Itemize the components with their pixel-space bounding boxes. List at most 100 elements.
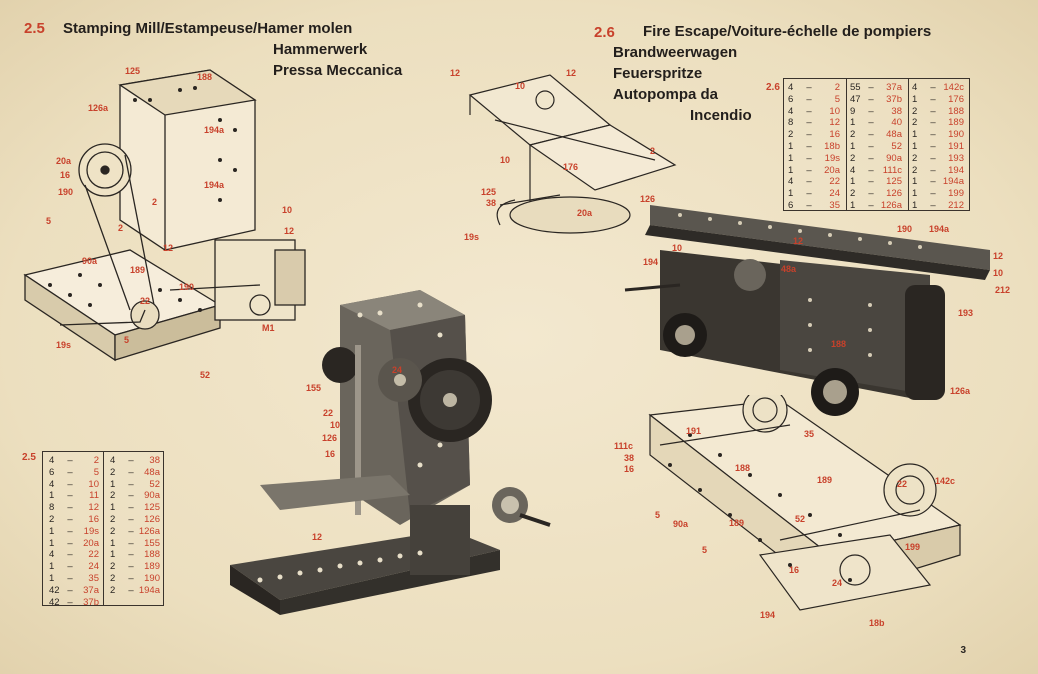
parts-row: 1–35: [49, 573, 99, 585]
dash: –: [67, 525, 73, 537]
dash: –: [930, 199, 936, 211]
parts-row: 1–52: [850, 141, 902, 153]
dash: –: [806, 164, 812, 176]
parts-row: 1–11: [49, 490, 99, 502]
part-quantity: 42: [49, 584, 60, 596]
callout: 190: [58, 187, 74, 197]
parts-row: 4–111c: [850, 165, 902, 177]
part-number: 90a: [144, 490, 160, 502]
parts-row: 6–5: [788, 94, 840, 106]
part-quantity: 1: [912, 188, 918, 200]
dash: –: [930, 140, 936, 152]
part-quantity: 4: [49, 455, 55, 466]
table-label-left: 2.5: [22, 452, 36, 463]
part-number: 90a: [886, 152, 902, 164]
part-quantity: 1: [788, 164, 794, 176]
part-quantity: 1: [850, 140, 856, 152]
title-line: Feuerspritze: [613, 65, 703, 82]
parts-row: 2–16: [49, 514, 99, 526]
part-quantity: 2: [912, 105, 918, 117]
callout: 125: [125, 66, 141, 76]
callout: 191: [686, 426, 702, 436]
dash: –: [67, 537, 73, 549]
dash: –: [868, 129, 874, 141]
parts-row: 2–48a: [110, 467, 160, 479]
title-line: Brandweerwagen: [613, 44, 738, 61]
callout: 190: [179, 282, 195, 292]
part-quantity: 4: [788, 105, 794, 117]
parts-row: 1–126a: [850, 200, 902, 212]
parts-row: 8–12: [788, 117, 840, 129]
callout: 199: [905, 542, 921, 552]
callout: 5: [124, 335, 130, 345]
winch-mechanism-illustration: [468, 74, 677, 234]
part-quantity: 1: [110, 549, 116, 561]
part-number: 194: [948, 164, 964, 176]
dash: –: [128, 513, 134, 525]
part-quantity: 8: [788, 117, 794, 129]
part-number: 212: [948, 199, 964, 211]
callout: 12: [450, 68, 461, 78]
dash: –: [930, 82, 936, 93]
part-number: 142c: [943, 82, 964, 93]
part-quantity: 1: [110, 537, 116, 549]
callout: 155: [306, 383, 322, 393]
section-number-left: 2.5: [24, 20, 45, 37]
parts-row: 55–37a: [850, 82, 902, 94]
part-quantity: 1: [912, 140, 918, 152]
dash: –: [930, 93, 936, 105]
callout: 90a: [82, 256, 98, 266]
dash: –: [930, 152, 936, 164]
parts-row: 2–90a: [850, 153, 902, 165]
chassis-illustration: [648, 395, 962, 611]
part-number: 12: [88, 502, 99, 514]
part-quantity: 2: [788, 129, 794, 141]
part-number: 22: [829, 176, 840, 188]
callout: 5: [655, 510, 661, 520]
part-quantity: 1: [850, 117, 856, 129]
parts-row: 4–22: [49, 549, 99, 561]
part-quantity: 2: [110, 490, 116, 502]
dash: –: [67, 455, 73, 466]
part-number: 194a: [942, 176, 964, 188]
part-number: 38: [149, 455, 160, 466]
parts-row: 1–24: [788, 188, 840, 200]
dash: –: [67, 572, 73, 584]
dash: –: [67, 502, 73, 514]
dash: –: [868, 140, 874, 152]
dash: –: [930, 176, 936, 188]
parts-row: 2–189: [912, 117, 964, 129]
parts-row: 6–35: [788, 200, 840, 212]
part-quantity: 1: [49, 525, 55, 537]
dash: –: [930, 129, 936, 141]
parts-row: 1–18b: [788, 141, 840, 153]
callout: 125: [481, 187, 497, 197]
dash: –: [868, 152, 874, 164]
callout: 10: [515, 81, 526, 91]
part-number: 37a: [886, 82, 902, 93]
dash: –: [868, 199, 874, 211]
part-quantity: 1: [912, 176, 918, 188]
callout: 2: [118, 223, 124, 233]
part-number: 199: [948, 188, 964, 200]
section-number-right: 2.6: [594, 24, 615, 41]
fire-truck-photo: [624, 205, 990, 416]
dash: –: [806, 188, 812, 200]
parts-row: 4–10: [49, 479, 99, 491]
dash: –: [128, 537, 134, 549]
dash: –: [930, 188, 936, 200]
parts-row: 1–20a: [49, 538, 99, 550]
dash: –: [67, 549, 73, 561]
callout: 194: [760, 610, 776, 620]
part-number: 20a: [824, 164, 840, 176]
dash: –: [67, 490, 73, 502]
part-number: 40: [891, 117, 902, 129]
part-quantity: 4: [788, 82, 794, 93]
part-number: 48a: [886, 129, 902, 141]
part-quantity: 1: [912, 199, 918, 211]
part-number: 126a: [138, 525, 160, 537]
part-quantity: 1: [850, 176, 856, 188]
